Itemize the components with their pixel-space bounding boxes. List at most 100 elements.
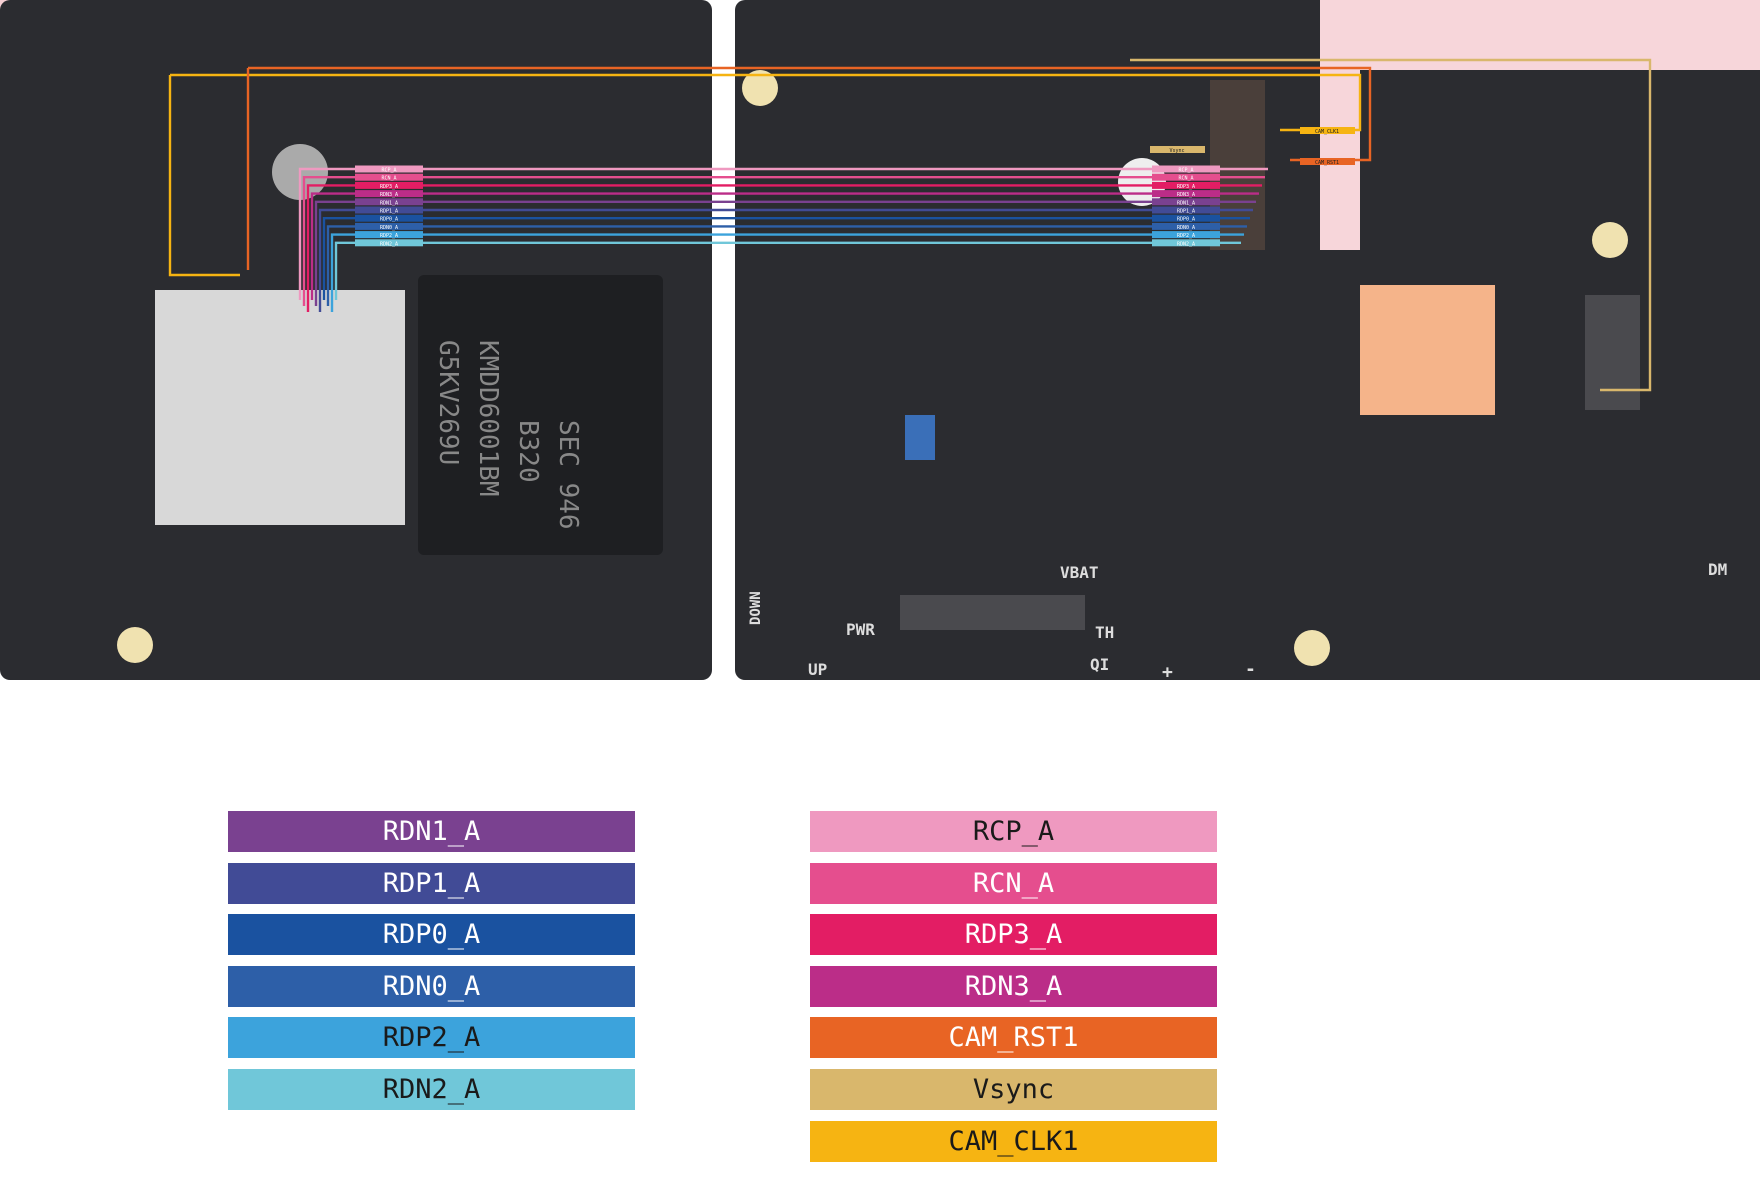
silk-down: DOWN xyxy=(748,591,764,625)
trace-label-tag xyxy=(1152,231,1220,239)
legend-item-rdp1-a: RDP1_A xyxy=(228,862,635,904)
trace-label-tag xyxy=(1152,206,1220,214)
trace-label: RDP1_A xyxy=(1177,209,1195,215)
trace-label: RDN0_A xyxy=(380,225,398,231)
trace-label-tag xyxy=(1152,222,1220,230)
trace-rdp0-a xyxy=(322,216,1250,300)
silk-pwr: PWR xyxy=(846,620,875,639)
trace-label-tag xyxy=(1152,173,1220,181)
cpu-bga-chip xyxy=(155,290,405,525)
legend-label: CAM_CLK1 xyxy=(948,1125,1079,1157)
trace-label-tag xyxy=(1152,190,1220,198)
trace-rdn1-a xyxy=(314,200,1256,306)
legend-label: RCP_A xyxy=(972,816,1055,847)
legend-label: Vsync xyxy=(972,1074,1055,1105)
trace-label-tag xyxy=(355,239,423,247)
trace-label: RDN1_A xyxy=(1177,200,1195,206)
trace-label: RCN_A xyxy=(1178,176,1193,182)
trace-label: RDP2_A xyxy=(1177,233,1195,239)
legend-item-rcn-a: RCN_A xyxy=(810,862,1217,904)
silk-dm: DM xyxy=(1708,560,1727,579)
trace-label-tag xyxy=(355,165,423,173)
silk-up: UP xyxy=(808,660,827,679)
silk-th: TH xyxy=(1095,623,1114,642)
trace-label: CAM_CLK1 xyxy=(1315,129,1339,135)
trace-label-tag xyxy=(1150,146,1205,153)
trace-label: RDP2_A xyxy=(380,233,398,239)
trace-label: CAM_RST1 xyxy=(1315,160,1339,166)
legend-item-cam-rst1: CAM_RST1 xyxy=(810,1017,1217,1059)
trace-label: RDP3_A xyxy=(380,184,398,190)
trace-label-tag xyxy=(1152,198,1220,206)
legend-item-vsync: Vsync xyxy=(810,1069,1217,1110)
fpc-connector xyxy=(900,595,1085,630)
legend-item-cam-clk1: CAM_CLK1 xyxy=(810,1120,1217,1162)
legend-label: RDP2_A xyxy=(382,1022,481,1054)
trace-label: RCN_A xyxy=(381,176,396,182)
trace-label: RDN2_A xyxy=(380,241,398,247)
fpc-connector xyxy=(1585,295,1640,410)
legend-item-rdn2-a: RDN2_A xyxy=(228,1069,635,1110)
trace-label: RDN1_A xyxy=(380,200,398,206)
trace-label: RDP0_A xyxy=(380,217,398,223)
legend-label: RDN0_A xyxy=(382,970,481,1002)
trace-label: RDN3_A xyxy=(380,192,398,198)
chip-marking: KMDD6001BM xyxy=(473,340,503,497)
trace-label: RDP1_A xyxy=(380,209,398,215)
trace-label: RDN0_A xyxy=(1177,225,1195,231)
trace-label-tag xyxy=(355,173,423,181)
memory-chip xyxy=(418,275,663,555)
trace-rdn2-a xyxy=(334,241,1241,300)
trace-rdp1-a xyxy=(318,208,1253,312)
trace-label-tag xyxy=(355,214,423,222)
legend-item-rdn0-a: RDN0_A xyxy=(228,965,635,1007)
legend-label: RDN2_A xyxy=(382,1074,481,1105)
legend-label: RDP3_A xyxy=(964,919,1063,951)
trace-label: RDP3_A xyxy=(1177,184,1195,190)
trace-rdp2-a xyxy=(330,233,1244,312)
trace-label: RCP_A xyxy=(381,168,396,174)
trace-rdn3-a xyxy=(310,192,1259,300)
trace-label: RDN2_A xyxy=(1177,241,1195,247)
trace-label-tag xyxy=(1300,127,1355,134)
chip-marking: G5KV269U xyxy=(433,340,463,465)
trace-label-tag xyxy=(1152,214,1220,222)
trace-label-tag xyxy=(355,190,423,198)
trace-label-tag xyxy=(1152,181,1220,189)
trace-label-tag xyxy=(355,198,423,206)
trace-rcp-a xyxy=(298,167,1268,300)
legend-label: CAM_RST1 xyxy=(948,1022,1079,1054)
trace-rdp3-a xyxy=(306,184,1262,312)
trace-rcn-a xyxy=(302,175,1265,306)
silk-vbat: VBAT xyxy=(1060,563,1099,582)
trace-label-tag xyxy=(1152,165,1220,173)
silk-plus: + xyxy=(1162,662,1173,683)
legend-item-rdn1-a: RDN1_A xyxy=(228,811,635,852)
legend-label: RDP1_A xyxy=(382,867,481,899)
trace-label-tag xyxy=(1152,239,1220,247)
trace-label-tag xyxy=(1300,158,1355,165)
trace-label: RCP_A xyxy=(1178,168,1193,174)
legend-label: RDN3_A xyxy=(964,970,1063,1002)
legend-item-rdp0-a: RDP0_A xyxy=(228,914,635,956)
pcb-board-image: SEC 946 B320 KMDD6001BM G5KV269U VBAT PW… xyxy=(0,0,1760,683)
chip-marking: B320 xyxy=(513,420,543,483)
trace-label: RDN3_A xyxy=(1177,192,1195,198)
legend-label: RDN1_A xyxy=(382,816,481,847)
trace-label-tag xyxy=(355,222,423,230)
silk-qi: QI xyxy=(1090,655,1109,674)
legend-label: RCN_A xyxy=(972,867,1055,899)
legend-item-rcp-a: RCP_A xyxy=(810,811,1217,852)
signal-traces: RCP_A RCP_A RCN_A RCN_A RDP3_A RDP3_A RDN3_A RD… xyxy=(168,58,1652,392)
chip-marking: SEC 946 xyxy=(553,420,583,530)
trace-label: Vsync xyxy=(1169,148,1184,154)
trace-label-tag xyxy=(355,181,423,189)
legend-label: RDP0_A xyxy=(382,919,481,951)
trace-label-tag xyxy=(355,231,423,239)
trace-label: RDP0_A xyxy=(1177,217,1195,223)
legend-item-rdp2-a: RDP2_A xyxy=(228,1017,635,1059)
trace-vsync xyxy=(1130,58,1652,392)
trace-rdn0-a xyxy=(326,225,1247,306)
legend-item-rdn3-a: RDN3_A xyxy=(810,965,1217,1007)
trace-label-tag xyxy=(355,206,423,214)
